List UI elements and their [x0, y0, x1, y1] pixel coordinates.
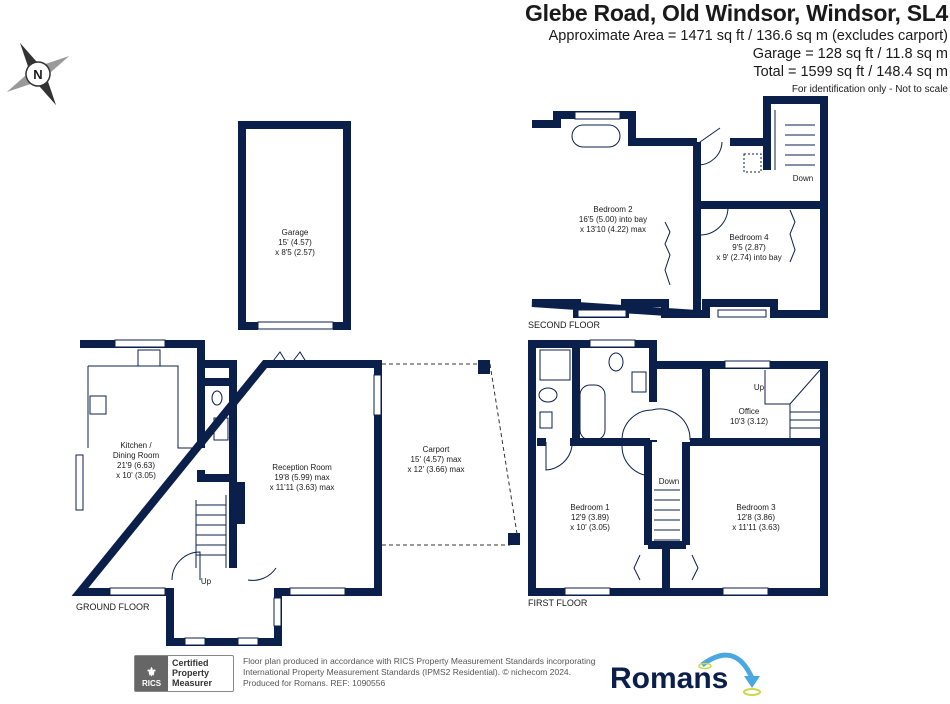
- compass-icon: [6, 42, 70, 106]
- room-name: Office: [739, 407, 760, 416]
- room-name: Bedroom 3: [736, 503, 776, 512]
- room-name: Carport: [423, 445, 450, 454]
- room-garage: Garage 15' (4.57) x 8'5 (2.57): [275, 228, 315, 257]
- room-kitchen: Kitchen / Dining Room 21'9 (6.63) x 10' …: [113, 441, 160, 480]
- svg-text:15' (4.57) max: 15' (4.57) max: [411, 455, 462, 464]
- svg-text:10'3 (3.12): 10'3 (3.12): [730, 417, 768, 426]
- total-area: Total = 1599 sq ft / 148.4 sq m: [753, 64, 948, 80]
- svg-text:12'9 (3.89): 12'9 (3.89): [571, 513, 609, 522]
- room-name: Bedroom 2: [593, 205, 633, 214]
- svg-text:x 11'11 (3.63): x 11'11 (3.63): [732, 523, 780, 532]
- svg-text:x 10' (3.05): x 10' (3.05): [570, 523, 610, 532]
- romans-logo: Romans: [610, 662, 729, 695]
- compass-north-label: N: [33, 67, 42, 82]
- brand-arrow-icon: [698, 652, 761, 696]
- rics-logo: ⚜RICS: [135, 656, 168, 691]
- badge-line: Property: [172, 668, 210, 678]
- svg-text:x 8'5 (2.57): x 8'5 (2.57): [275, 248, 315, 257]
- first-floor-plan: Down Up: [528, 339, 828, 596]
- stairs-up-label: Up: [201, 577, 212, 586]
- stairs-down-label: Down: [659, 477, 679, 486]
- stairs-down-label: Down: [793, 174, 813, 183]
- carport: [382, 360, 520, 546]
- disclaimer: Floor plan produced in accordance with R…: [243, 656, 596, 688]
- room-name: Reception Room: [272, 463, 332, 472]
- rics-certified-badge: ⚜RICS Certified Property Measurer: [134, 655, 234, 692]
- room-name: Bedroom 1: [570, 503, 610, 512]
- ground-floor-plan: Up: [71, 339, 382, 646]
- ground-floor-label: GROUND FLOOR: [76, 602, 150, 612]
- room-name: Bedroom 4: [729, 233, 769, 242]
- svg-text:x 9' (2.74) into bay: x 9' (2.74) into bay: [716, 253, 782, 262]
- svg-text:19'8 (5.99) max: 19'8 (5.99) max: [274, 473, 329, 482]
- svg-text:21'9 (6.63): 21'9 (6.63): [117, 461, 155, 470]
- svg-text:9'5 (2.87): 9'5 (2.87): [732, 243, 766, 252]
- scale-note: For identification only - Not to scale: [791, 84, 948, 95]
- svg-text:16'5 (5.00) into bay: 16'5 (5.00) into bay: [579, 215, 647, 224]
- stairs-up-label: Up: [754, 383, 765, 392]
- svg-text:x 12' (3.66) max: x 12' (3.66) max: [407, 465, 464, 474]
- svg-text:15' (4.57): 15' (4.57): [278, 238, 312, 247]
- svg-text:x 10' (3.05): x 10' (3.05): [116, 471, 156, 480]
- garage: [238, 121, 351, 330]
- room-reception: Reception Room 19'8 (5.99) max x 11'11 (…: [270, 463, 335, 492]
- svg-text:12'8 (3.86): 12'8 (3.86): [737, 513, 775, 522]
- badge-line: Certified: [172, 658, 209, 668]
- room-bedroom-2: Bedroom 2 16'5 (5.00) into bay x 13'10 (…: [579, 205, 647, 234]
- room-carport: Carport 15' (4.57) max x 12' (3.66) max: [407, 445, 464, 474]
- room-bedroom-1: Bedroom 1 12'9 (3.89) x 10' (3.05): [570, 503, 610, 532]
- second-floor-label: SECOND FLOOR: [528, 320, 601, 330]
- svg-text:x 13'10 (4.22) max: x 13'10 (4.22) max: [580, 225, 646, 234]
- second-floor-plan: Down: [531, 96, 828, 318]
- room-name: Kitchen /: [120, 441, 152, 450]
- property-title: Glebe Road, Old Windsor, Windsor, SL4: [525, 0, 948, 26]
- badge-line: Measurer: [172, 678, 213, 688]
- svg-text:Dining Room: Dining Room: [113, 451, 160, 460]
- approximate-area: Approximate Area = 1471 sq ft / 136.6 sq…: [548, 28, 948, 44]
- room-bedroom-4: Bedroom 4 9'5 (2.87) x 9' (2.74) into ba…: [716, 233, 782, 262]
- svg-text:x 11'11 (3.63) max: x 11'11 (3.63) max: [270, 483, 335, 492]
- room-bedroom-3: Bedroom 3 12'8 (3.86) x 11'11 (3.63): [732, 503, 780, 532]
- room-office: Office 10'3 (3.12): [730, 407, 768, 426]
- room-name: Garage: [282, 228, 309, 237]
- first-floor-label: FIRST FLOOR: [528, 598, 588, 608]
- garage-area: Garage = 128 sq ft / 11.8 sq m: [752, 46, 948, 62]
